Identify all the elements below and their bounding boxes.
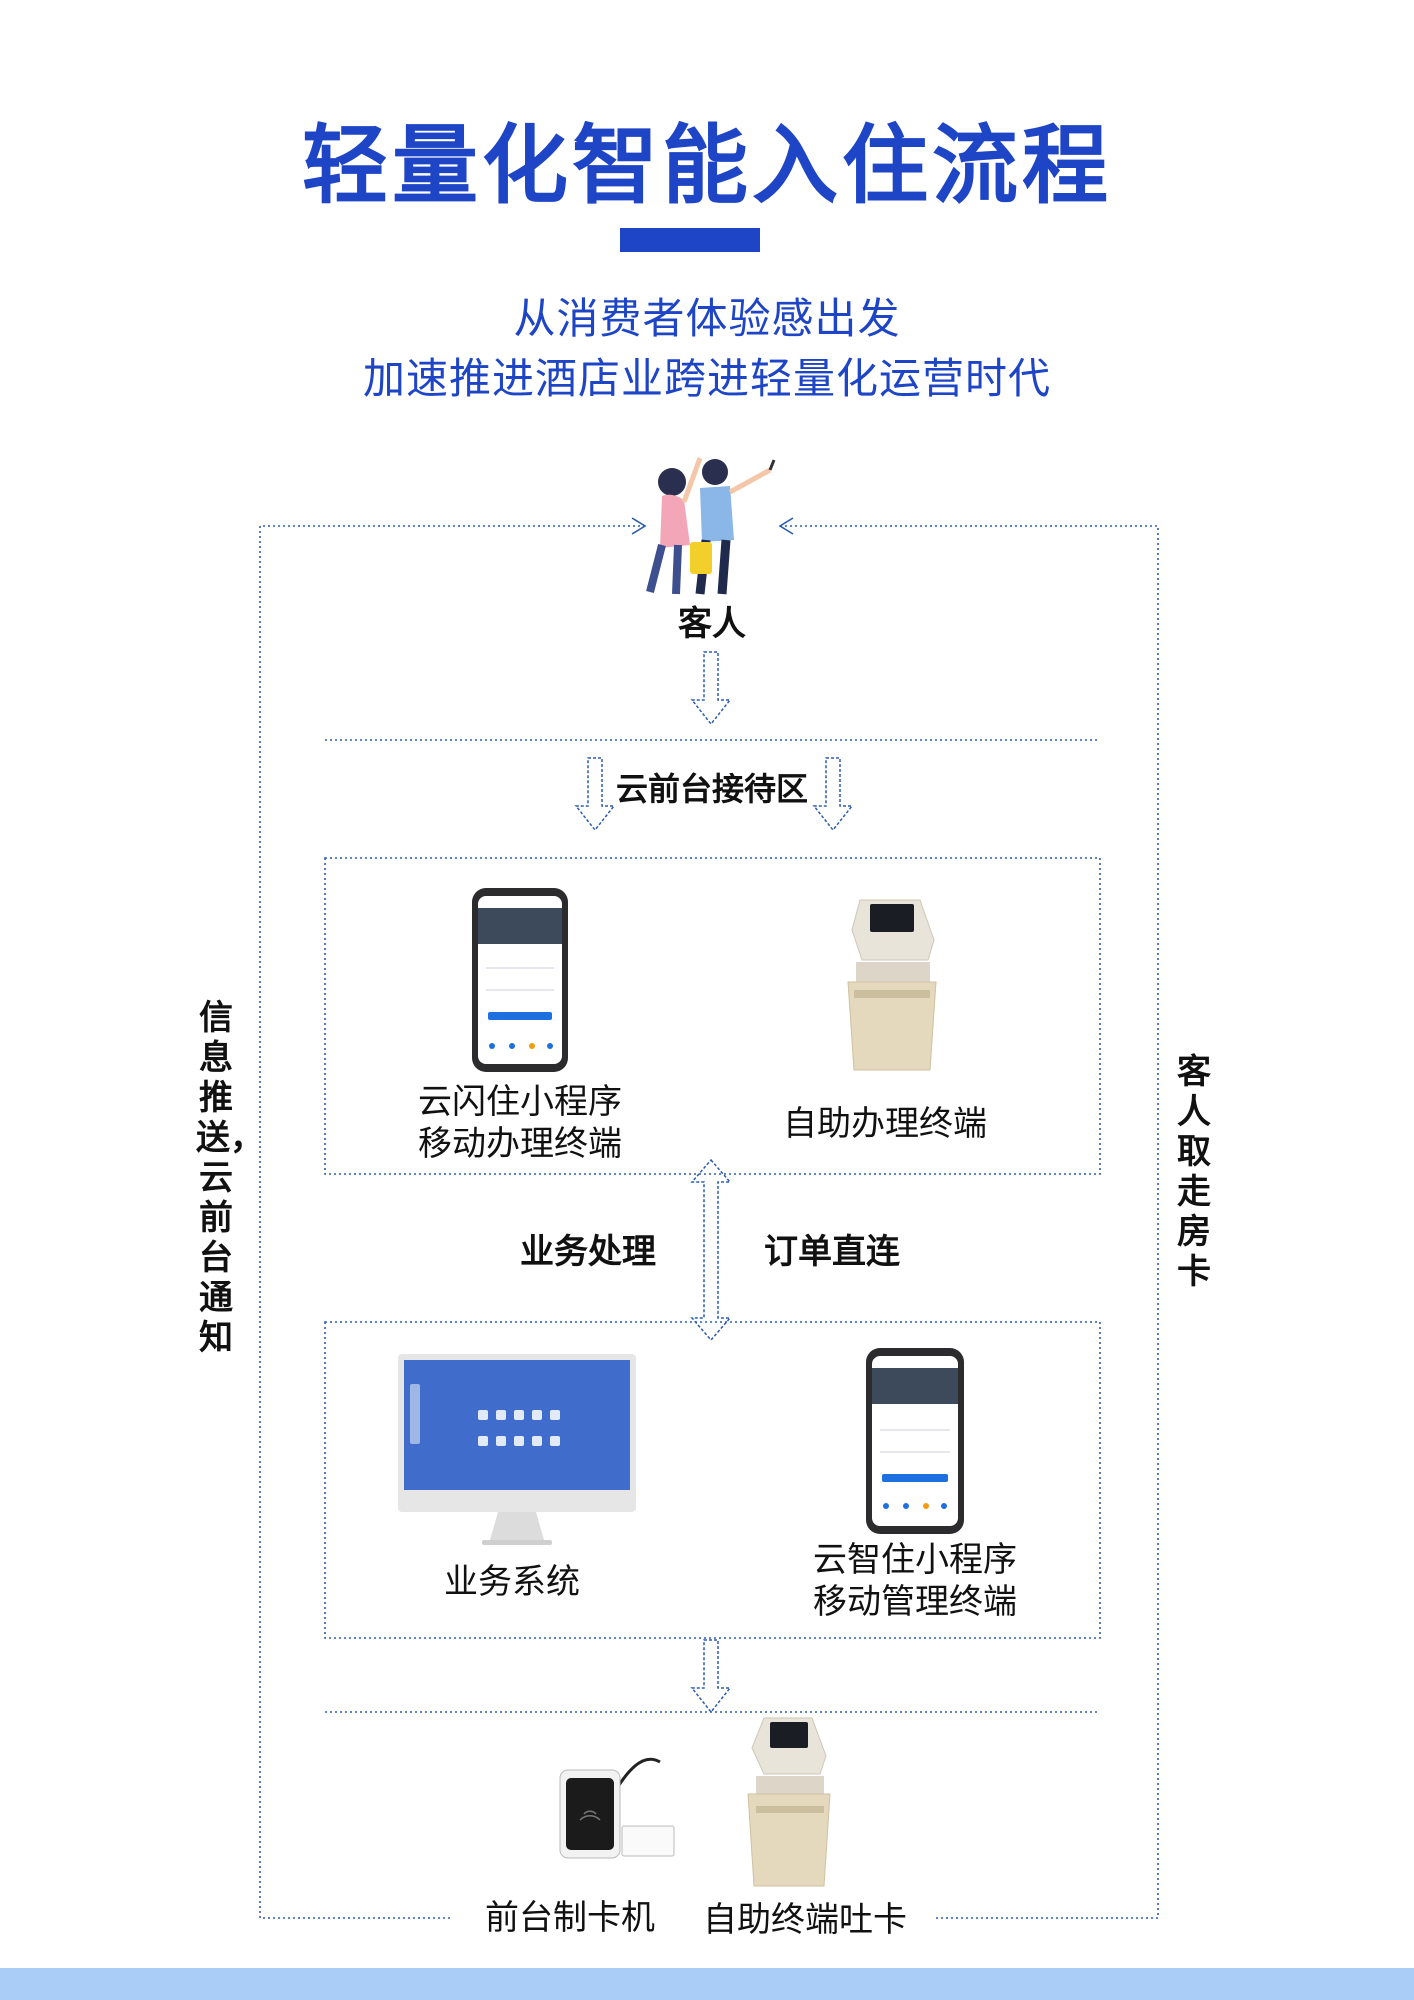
outer-loop-left [260, 526, 645, 1918]
terminal-card-dispense-label: 自助终端吐卡 [690, 1898, 920, 1942]
business-processing-label: 业务处理 [508, 1224, 668, 1273]
miniapp-manage-label-line1: 云智住小程序 [780, 1538, 1050, 1582]
self-service-terminal-label: 自助办理终端 [760, 1102, 1010, 1146]
phone-mockup-2 [866, 1348, 964, 1534]
phone-mockup-1 [472, 888, 568, 1072]
left-side-notification-text: 信息推送，云前台通知 [196, 998, 236, 1358]
business-system-label: 业务系统 [412, 1560, 612, 1604]
order-direct-label: 订单直连 [752, 1224, 912, 1273]
miniapp-manage-label-line2: 移动管理终端 [780, 1580, 1050, 1624]
kiosk-illustration-1 [848, 900, 936, 1070]
reception-area-label: 云前台接待区 [600, 764, 824, 810]
guest-illustration [650, 458, 774, 594]
card-machine-illustration [560, 1759, 674, 1858]
outer-loop-right [780, 526, 1158, 1918]
kiosk-illustration-2 [748, 1718, 830, 1886]
bottom-band [0, 1968, 1414, 2000]
arrow-bidirectional [692, 1160, 730, 1340]
front-desk-card-maker-label: 前台制卡机 [470, 1896, 670, 1940]
arrow-box2-down [692, 1640, 730, 1712]
right-side-take-card-text: 客人取走房卡 [1174, 1052, 1214, 1292]
arrow-guest-down [692, 652, 730, 724]
guest-label: 客人 [650, 596, 774, 645]
monitor-illustration [398, 1354, 636, 1545]
miniapp-checkin-label-line2: 移动办理终端 [380, 1122, 660, 1166]
miniapp-checkin-label-line1: 云闪住小程序 [380, 1080, 660, 1124]
